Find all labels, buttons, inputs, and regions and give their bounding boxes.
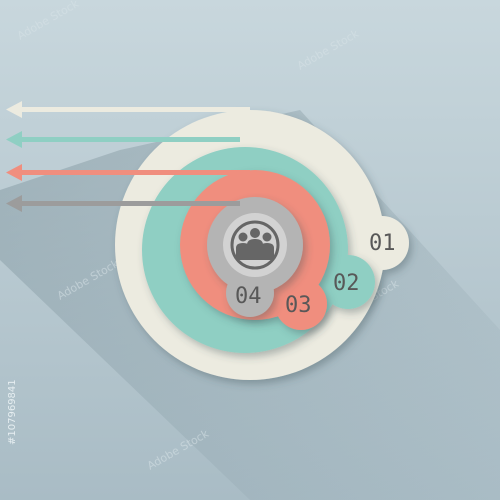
stock-id-text: #107969841 bbox=[7, 379, 18, 445]
label-03: 03 bbox=[285, 293, 312, 318]
people-group-icon bbox=[223, 213, 287, 277]
arrow-3 bbox=[6, 164, 250, 181]
label-01: 01 bbox=[369, 231, 396, 256]
arrow-2 bbox=[6, 131, 240, 148]
label-02: 02 bbox=[333, 271, 360, 296]
watermark-text: Adobe Stock bbox=[15, 0, 82, 43]
arrow-1 bbox=[6, 101, 250, 118]
watermark-text: Adobe Stock bbox=[295, 27, 362, 73]
arrow-4 bbox=[6, 195, 240, 212]
label-04: 04 bbox=[235, 284, 262, 309]
